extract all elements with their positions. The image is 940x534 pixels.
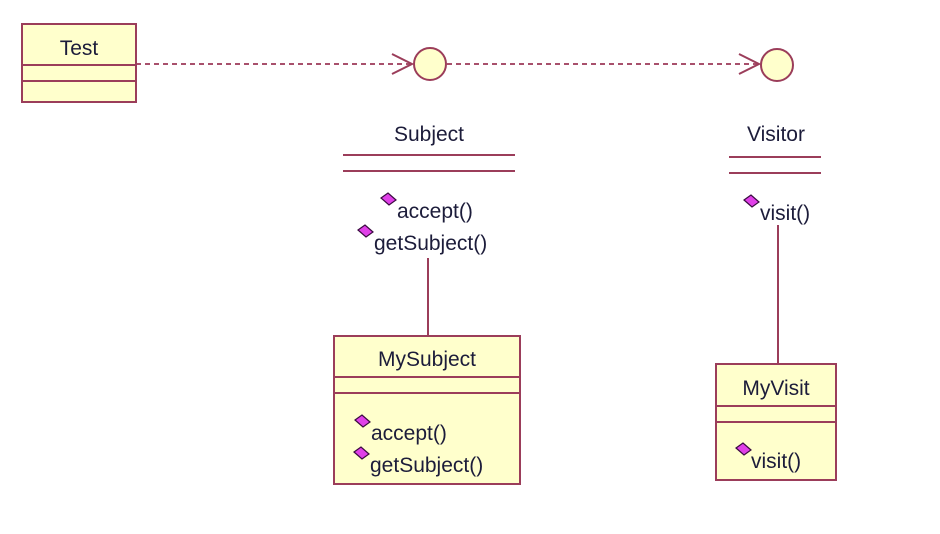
class-name: Test	[60, 37, 99, 60]
interface-name: Visitor	[747, 123, 805, 146]
class-name: MyVisit	[742, 377, 809, 400]
public-operation-diamond-icon	[380, 192, 397, 206]
operation-accept[interactable]: accept()	[354, 414, 447, 445]
operation-getsubject[interactable]: getSubject()	[353, 446, 483, 477]
operation-label: visit()	[760, 202, 810, 225]
operation-label: accept()	[371, 422, 447, 445]
interface-name: Subject	[394, 123, 464, 146]
operation-label: accept()	[397, 200, 473, 223]
interface-lollipop-icon	[413, 47, 447, 81]
interface-visitor[interactable]: Visitor visit()	[729, 48, 821, 225]
public-operation-diamond-icon	[353, 446, 370, 460]
operation-label: getSubject()	[374, 232, 487, 255]
public-operation-diamond-icon	[357, 224, 374, 238]
public-operation-diamond-icon	[354, 414, 371, 428]
operation-label: getSubject()	[370, 454, 483, 477]
operation-visit[interactable]: visit()	[743, 194, 810, 225]
interface-lollipop-icon	[760, 48, 794, 82]
class-name: MySubject	[378, 348, 476, 371]
operation-getsubject[interactable]: getSubject()	[357, 224, 487, 255]
class-mysubject[interactable]: MySubject accept() getSubject()	[333, 335, 521, 485]
interface-subject[interactable]: Subject accept() getSubject()	[343, 47, 515, 255]
public-operation-diamond-icon	[735, 442, 752, 456]
arrowhead-open-icon	[738, 53, 762, 75]
class-test[interactable]: Test	[21, 23, 137, 103]
arrowhead-open-icon	[391, 53, 415, 75]
operation-visit[interactable]: visit()	[735, 442, 801, 473]
public-operation-diamond-icon	[743, 194, 760, 208]
operation-label: visit()	[751, 450, 801, 473]
class-myvisit[interactable]: MyVisit visit()	[715, 363, 837, 481]
class-box	[333, 335, 521, 485]
operation-accept[interactable]: accept()	[380, 192, 473, 223]
class-box	[21, 23, 137, 103]
